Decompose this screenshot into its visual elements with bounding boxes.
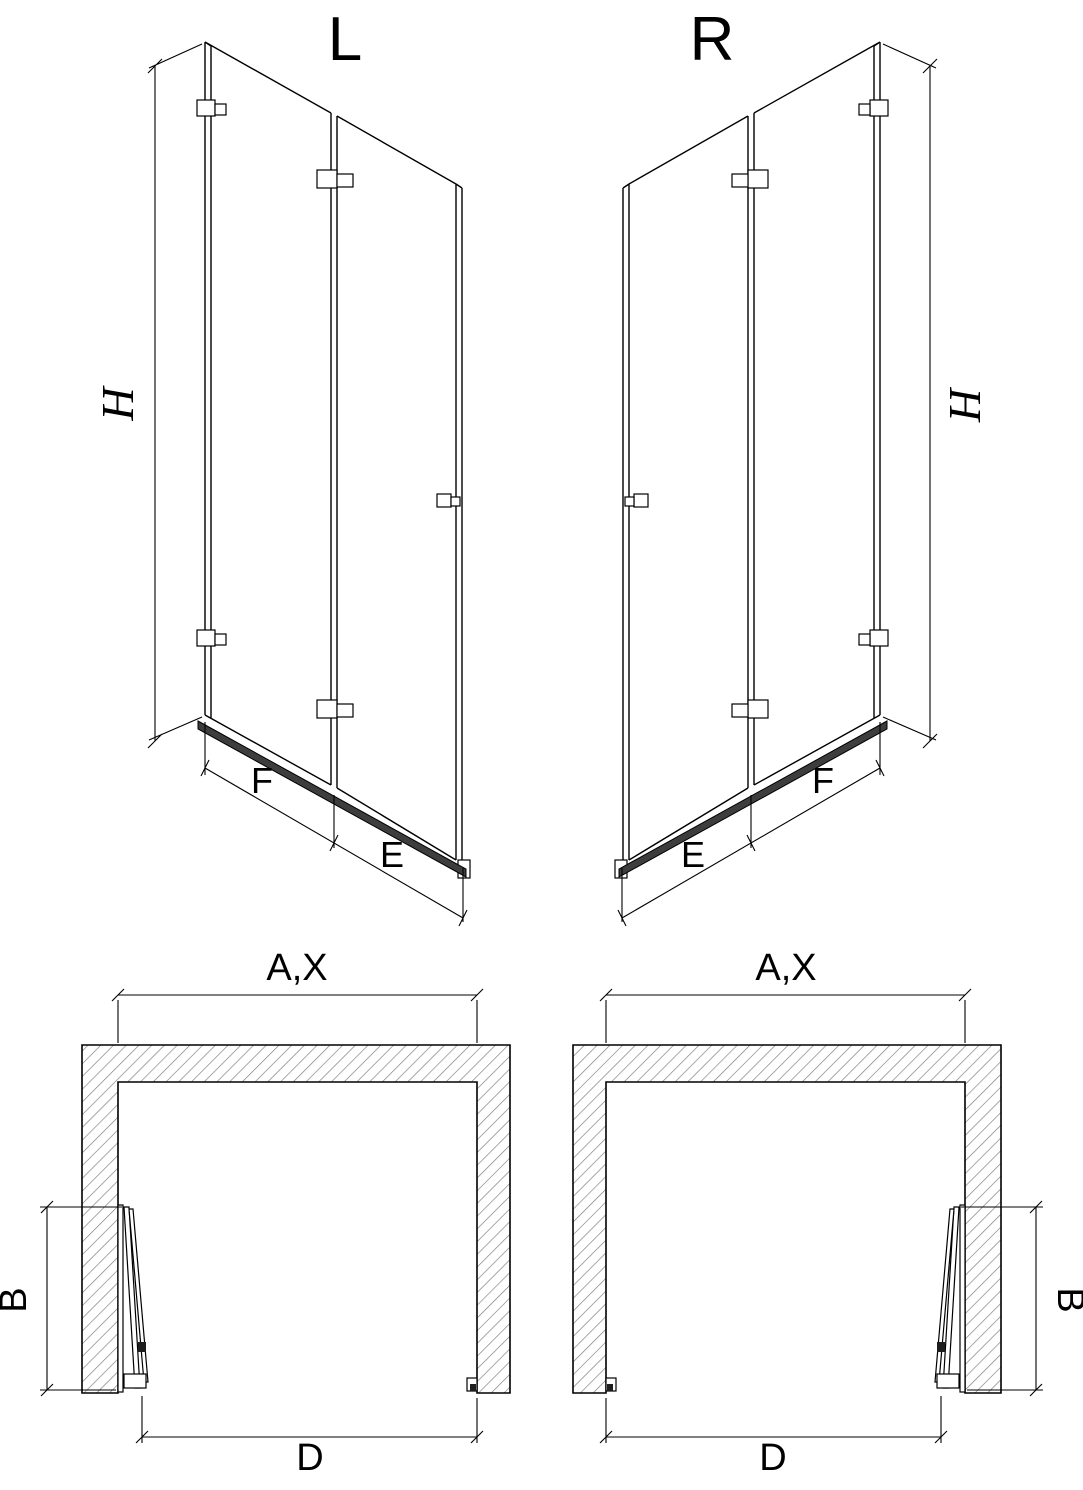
front-view-right: R H E F (614, 5, 991, 927)
dim-width-left: F E (200, 722, 468, 927)
door-handle-icon (624, 496, 635, 507)
wall-hinge-top-icon (869, 99, 889, 117)
hinges-right (624, 99, 889, 719)
dim-lines (200, 722, 468, 927)
dim-total-width-left: A,X (111, 947, 484, 1043)
bottom-rail (197, 720, 467, 878)
dim-total-width-right: A,X (599, 947, 972, 1043)
folded-door-right (934, 1204, 966, 1393)
dim-label-total-width-right: A,X (755, 947, 816, 989)
pivot-bracket (936, 1373, 960, 1389)
wall-hinge-bottom-icon (869, 629, 889, 647)
strike-block-icon (607, 1384, 613, 1391)
dim-width-right: E F (617, 722, 885, 927)
strike-block-icon (470, 1384, 476, 1391)
fold-hinge-top-icon (747, 169, 769, 189)
dim-label-e-right: E (681, 834, 705, 875)
dim-lines (147, 43, 203, 749)
wall-hinge-top-icon (196, 99, 216, 117)
pivot-bracket (123, 1373, 147, 1389)
variant-label-left: L (328, 5, 362, 74)
strike-bracket-right (605, 1377, 617, 1392)
dim-lines (617, 722, 885, 927)
dim-label-entry-width-right: D (759, 1437, 786, 1479)
dim-label-entry-width-left: D (296, 1437, 323, 1479)
dim-label-fold-depth-left: B (0, 1287, 35, 1312)
fold-hinge-bottom-icon (747, 699, 769, 719)
dim-fold-depth-right: B (961, 1200, 1083, 1397)
hinge-block-icon (138, 1342, 146, 1352)
dim-lines (599, 988, 972, 1043)
door-outline-left (204, 41, 463, 863)
dim-label-height-right: H (940, 386, 991, 423)
dim-entry-width-right: D (599, 1396, 948, 1479)
dim-height-left: H (92, 43, 203, 749)
door-outline-right (622, 41, 881, 863)
plan-view-left: A,X B D (0, 947, 511, 1479)
dim-label-e-left: E (380, 834, 404, 875)
plan-view-right: A,X B D (572, 947, 1083, 1479)
strike-bracket-left (466, 1377, 478, 1392)
hinge-block-icon (937, 1342, 945, 1352)
fold-hinge-top-icon (731, 173, 749, 188)
folded-door-left (117, 1204, 149, 1393)
fold-hinge-bottom-icon (316, 699, 338, 719)
wall-hinge-bottom-icon (214, 633, 227, 646)
bottom-rail (618, 720, 888, 878)
wall-section (572, 1044, 1002, 1394)
front-view-left: L H F E (92, 5, 471, 927)
wall-profile (117, 1204, 124, 1393)
dim-fold-depth-left: B (0, 1200, 122, 1397)
dim-lines (135, 1396, 484, 1444)
door-handle-icon (633, 493, 649, 508)
dim-entry-width-left: D (135, 1396, 484, 1479)
door-handle-icon (436, 493, 452, 508)
variant-label-right: R (690, 5, 735, 74)
dim-lines (599, 1396, 948, 1444)
fold-hinge-top-icon (336, 173, 354, 188)
dim-lines (961, 1200, 1043, 1397)
door-handle-icon (450, 496, 461, 507)
wall-section (81, 1044, 511, 1394)
dim-label-total-width-left: A,X (266, 947, 327, 989)
dim-label-fold-depth-right: B (1049, 1287, 1083, 1312)
wall-profile (959, 1204, 966, 1393)
fold-hinge-bottom-icon (336, 703, 354, 718)
wall-hinge-bottom-icon (858, 633, 871, 646)
folded-panel (934, 1208, 955, 1383)
fold-hinge-bottom-icon (731, 703, 749, 718)
wall-hinge-bottom-icon (196, 629, 216, 647)
hinges-left (196, 99, 461, 719)
dim-height-right: H (882, 43, 991, 749)
dim-label-f-left: F (251, 760, 273, 801)
wall-hinge-top-icon (858, 103, 871, 116)
wall-hinge-top-icon (214, 103, 227, 116)
dim-lines (882, 43, 938, 749)
folded-panel (128, 1208, 149, 1383)
dim-label-height-left: H (92, 385, 143, 422)
dim-lines (111, 988, 484, 1043)
fold-hinge-top-icon (316, 169, 338, 189)
dim-lines (40, 1200, 122, 1397)
dim-label-f-right: F (812, 760, 834, 801)
